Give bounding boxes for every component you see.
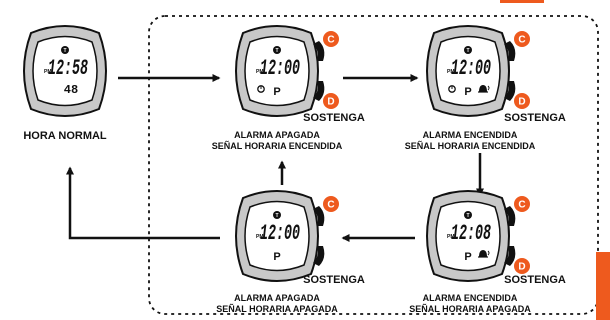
caption-line2: SEÑAL HORARIA APAGADA — [409, 304, 531, 314]
light-button-letter: T — [275, 213, 278, 219]
caption-alarm-on-chime-on: ALARMA ENCENDIDA SEÑAL HORARIA ENCENDIDA — [385, 130, 555, 152]
pm-indicator: PM — [44, 69, 52, 75]
time-display: 12:00 — [260, 56, 300, 81]
light-button-letter: T — [63, 48, 66, 54]
light-button-letter: T — [275, 48, 278, 54]
button-c-icon: C — [323, 31, 339, 47]
svg-text:C: C — [518, 200, 525, 211]
caption-line1: ALARMA APAGADA — [234, 293, 320, 303]
seconds-display: 48 — [64, 83, 78, 97]
chime-icon — [257, 85, 265, 93]
p-indicator: P — [464, 86, 471, 98]
caption-line2: SEÑAL HORARIA APAGADA — [216, 304, 338, 314]
watch-normal: T PM 12:58 48 — [23, 25, 107, 117]
caption-line1: ALARMA ENCENDIDA — [422, 130, 518, 140]
p-indicator: P — [273, 86, 280, 98]
svg-text:C: C — [327, 35, 334, 46]
watch-alarm-on-chime-off: T PM 12:08 P C D — [426, 190, 530, 282]
light-button-icon — [464, 46, 472, 54]
caption-line1: ALARMA ENCENDIDA — [422, 293, 518, 303]
label-hold-w2: SOSTENGA — [303, 112, 365, 124]
chime-icon — [448, 85, 456, 93]
label-hold-w4: SOSTENGA — [504, 274, 566, 286]
svg-text:D: D — [518, 262, 525, 273]
pm-indicator: PM — [447, 234, 455, 240]
caption-line2: SEÑAL HORARIA ENCENDIDA — [404, 141, 536, 151]
light-button-icon — [61, 46, 69, 54]
label-normal-time: HORA NORMAL — [23, 130, 107, 142]
button-c-icon: C — [323, 196, 339, 212]
light-button-icon — [273, 211, 281, 219]
light-button-icon — [273, 46, 281, 54]
button-c-icon: C — [514, 31, 530, 47]
dashed-group-border — [148, 15, 599, 315]
arrow-w5-to-normal — [66, 166, 220, 240]
p-indicator: P — [273, 251, 280, 263]
button-d-icon: D — [514, 93, 530, 109]
svg-text:C: C — [327, 200, 334, 211]
button-d-icon: D — [514, 258, 530, 274]
button-d-icon: D — [323, 93, 339, 109]
button-c-icon: C — [514, 196, 530, 212]
alarm-bell-icon — [478, 250, 490, 258]
label-hold-w3: SOSTENGA — [504, 112, 566, 124]
caption-alarm-off-chime-on: ALARMA APAGADA SEÑAL HORARIA ENCENDIDA — [192, 130, 362, 152]
svg-text:C: C — [518, 35, 525, 46]
pm-indicator: PM — [256, 234, 264, 240]
svg-text:D: D — [518, 97, 525, 108]
light-button-letter: T — [466, 213, 469, 219]
pm-indicator: PM — [447, 69, 455, 75]
watch-alarm-off-chime-off: T PM 12:00 P C — [235, 190, 339, 282]
top-accent-bar — [500, 0, 544, 3]
caption-line2: SEÑAL HORARIA ENCENDIDA — [211, 141, 343, 151]
time-display: 12:08 — [451, 221, 491, 246]
watch-alarm-on-chime-on: T PM 12:00 P C D — [426, 25, 530, 117]
label-hold-w5: SOSTENGA — [303, 274, 365, 286]
caption-line1: ALARMA APAGADA — [234, 130, 320, 140]
time-display: 12:00 — [451, 56, 491, 81]
svg-text:D: D — [327, 97, 334, 108]
pm-indicator: PM — [256, 69, 264, 75]
alarm-bell-icon — [478, 85, 490, 93]
page-edge-tab — [596, 252, 610, 320]
watch-alarm-off-chime-on: T PM 12:00 P C D — [235, 25, 339, 117]
flow-arrows — [66, 74, 484, 242]
caption-alarm-off-chime-off: ALARMA APAGADA SEÑAL HORARIA APAGADA — [192, 293, 362, 315]
light-button-icon — [464, 211, 472, 219]
time-display: 12:58 — [48, 56, 88, 81]
p-indicator: P — [464, 251, 471, 263]
caption-alarm-on-chime-off: ALARMA ENCENDIDA SEÑAL HORARIA APAGADA — [385, 293, 555, 315]
light-button-letter: T — [466, 48, 469, 54]
time-display: 12:00 — [260, 221, 300, 246]
